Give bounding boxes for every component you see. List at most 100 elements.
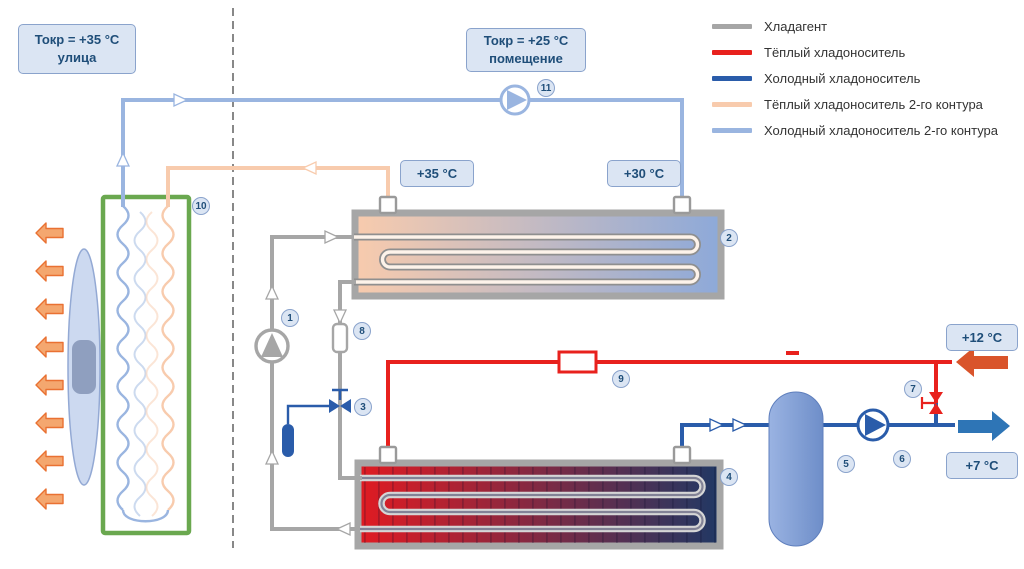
legend-item-cold-secondary: Холодный хладоноситель 2-го контура: [712, 122, 998, 139]
refrigerant-pipe: [270, 235, 362, 531]
label-t35: +35 °C: [400, 160, 474, 187]
label-outdoor-line2: улица: [57, 50, 97, 65]
bypass-valve: [920, 392, 943, 414]
outdoor-coil-warm-faint: [145, 211, 159, 517]
refrigerant-liquid-line: [338, 280, 362, 480]
label-t30: +30 °C: [607, 160, 681, 187]
hx-flanges: [378, 195, 692, 465]
legend-label: Холодный хладоноситель: [764, 71, 921, 86]
evaporator-right-flange: [672, 445, 692, 465]
legend-item-warm-coolant: Тёплый хладоноситель: [712, 44, 998, 61]
valve-right-triangle: [340, 399, 351, 413]
airflow-arrow: [35, 450, 64, 472]
outdoor-coil-bottom-bend: [121, 509, 170, 523]
label-outdoor-line1: Токр = +35 °C: [34, 32, 120, 48]
badge-8-filter: 8: [353, 322, 371, 340]
outdoor-coil-cold: [116, 205, 130, 511]
evaporator-coil: [360, 476, 704, 531]
badge-10-outdoor-unit: 10: [192, 197, 210, 215]
flow-arrow: [301, 160, 317, 176]
flow-arrow: [264, 284, 280, 300]
condenser-coil: [354, 235, 700, 284]
refrigerant-line-swatch: [712, 24, 752, 29]
warm-inlet-arrow: [956, 347, 1008, 377]
cold-secondary-line-swatch: [712, 128, 752, 133]
warm-secondary-line-swatch: [712, 102, 752, 107]
secondary-warm-line: [166, 166, 390, 207]
legend-label: Хладагент: [764, 19, 828, 34]
label-outdoor-temp: Токр = +35 °C улица: [18, 24, 136, 74]
airflow-arrow: [35, 298, 64, 320]
flow-arrow: [324, 229, 340, 245]
airflow-arrow: [35, 336, 64, 358]
warm-coolant-line-swatch: [712, 50, 752, 55]
condenser: [351, 209, 725, 300]
airflow-arrow: [35, 222, 64, 244]
secondary-cold-line: [121, 98, 684, 207]
badge-3-expansion-valve: 3: [354, 398, 372, 416]
airflow-arrow: [35, 374, 64, 396]
fan-hub: [72, 340, 96, 394]
legend-label: Тёплый хладоноситель: [764, 45, 906, 60]
badge-11-secondary-pump: 11: [537, 79, 555, 97]
valve-left-triangle: [329, 399, 340, 413]
cold-outlet-arrow: [958, 411, 1010, 441]
warm-coolant-line: [386, 360, 952, 452]
evaporator: [354, 459, 724, 550]
flow-arrow: [332, 309, 348, 325]
badge-9-inline-device: 9: [612, 370, 630, 388]
outdoor-coil-cold-faint: [133, 211, 147, 517]
valve-handle: [332, 388, 348, 400]
label-t7: +7 °C: [946, 452, 1018, 479]
badge-6-pump: 6: [893, 450, 911, 468]
compressor-rotor-icon: [261, 333, 283, 357]
refrigerant-main-loop: [270, 235, 360, 531]
evaporator-left-flange: [378, 445, 398, 465]
buffer-tank: [768, 391, 824, 547]
filter-drier: [331, 322, 349, 354]
secondary-cold-pipe: [121, 98, 684, 207]
compressor: [254, 328, 290, 364]
badge-5-buffer-tank: 5: [837, 455, 855, 473]
expansion-valve: [282, 388, 351, 457]
flow-arrow: [335, 521, 351, 537]
outdoor-unit-frame: [100, 194, 192, 536]
badge-1-compressor: 1: [281, 309, 299, 327]
badge-4-evaporator: 4: [720, 468, 738, 486]
cold-coolant-line-swatch: [712, 76, 752, 81]
label-indoor-temp: Токр = +25 °C помещение: [466, 28, 586, 72]
pump-cold-rotor-icon: [865, 414, 886, 436]
flow-arrow: [709, 417, 725, 433]
sensor-line: [286, 404, 330, 424]
pump-secondary: [499, 84, 531, 116]
outdoor-coil-warm: [161, 205, 175, 511]
secondary-warm-pipe: [166, 166, 390, 207]
label-indoor-line2: помещение: [489, 51, 563, 66]
bypass-valve-bottom-triangle: [929, 403, 943, 414]
flow-arrows: [115, 92, 748, 537]
airflow-arrow: [35, 488, 64, 510]
inline-device: [557, 350, 598, 374]
outdoor-unit: [100, 194, 192, 536]
condenser-left-flange: [378, 195, 398, 215]
bypass-valve-top-triangle: [929, 392, 943, 403]
pump-cold: [856, 408, 890, 442]
badge-7-bypass-valve: 7: [904, 380, 922, 398]
flow-arrow: [115, 151, 131, 167]
badge-2-condenser: 2: [720, 229, 738, 247]
bypass-valve-handle: [920, 397, 936, 409]
legend-label: Тёплый хладоноситель 2-го контура: [764, 97, 983, 112]
legend-item-cold-coolant: Холодный хладоноситель: [712, 70, 998, 87]
warm-line-tick: [786, 351, 799, 355]
airflow-arrows: [35, 222, 64, 510]
condenser-right-flange: [672, 195, 692, 215]
flow-arrow: [732, 417, 748, 433]
flow-arrow: [264, 449, 280, 465]
legend-item-warm-secondary: Тёплый хладоноситель 2-го контура: [712, 96, 998, 113]
label-indoor-line1: Токр = +25 °C: [483, 33, 569, 49]
flow-arrow: [173, 92, 189, 108]
legend-label: Холодный хладоноситель 2-го контура: [764, 123, 999, 138]
airflow-arrow: [35, 260, 64, 282]
